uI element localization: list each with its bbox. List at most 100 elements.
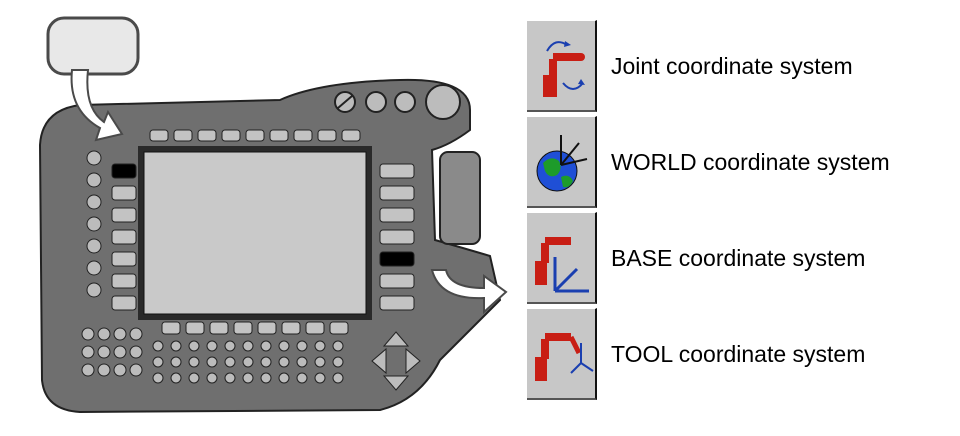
softkey-top	[341, 129, 361, 142]
keypad-key	[278, 340, 290, 352]
knob-2	[394, 91, 416, 113]
softkey-top	[269, 129, 289, 142]
softkey-top	[149, 129, 169, 142]
softkey-left	[111, 251, 137, 267]
coord-row-world: WORLD coordinate system	[527, 116, 957, 212]
keypad-key	[170, 372, 182, 384]
arrow-to-softkey	[70, 69, 124, 142]
keypad-key	[170, 340, 182, 352]
softkey-bottom	[161, 321, 181, 335]
softkey-left	[111, 185, 137, 201]
coord-row-joint: Joint coordinate system	[527, 20, 957, 116]
softkey-bottom	[329, 321, 349, 335]
keypad-key	[296, 356, 308, 368]
keypad-key	[97, 327, 111, 341]
softkey-top	[293, 129, 313, 142]
keypad-key	[97, 363, 111, 377]
pendant-handle	[439, 151, 481, 245]
softkey-top	[317, 129, 337, 142]
softkey-left	[111, 163, 137, 179]
keypad-key	[188, 340, 200, 352]
round-button-left	[86, 172, 102, 188]
coord-label-base: BASE coordinate system	[611, 245, 866, 271]
softkey-bottom	[305, 321, 325, 335]
keypad-key	[296, 340, 308, 352]
keypad-key	[314, 356, 326, 368]
robot-tool-icon[interactable]	[527, 308, 597, 400]
softkey-left	[111, 207, 137, 223]
keypad-key	[296, 372, 308, 384]
keypad-key	[332, 340, 344, 352]
robot-joint-icon[interactable]	[527, 20, 597, 112]
keypad-key	[152, 356, 164, 368]
coord-row-base: BASE coordinate system	[527, 212, 957, 308]
keypad-key	[242, 372, 254, 384]
keypad-key	[314, 372, 326, 384]
softkey-bottom	[209, 321, 229, 335]
coord-label-tool: TOOL coordinate system	[611, 341, 866, 367]
round-button-left	[86, 194, 102, 210]
keypad-key	[332, 356, 344, 368]
keypad-key	[113, 327, 127, 341]
keypad-key	[314, 340, 326, 352]
softkey-bottom	[257, 321, 277, 335]
keypad-key	[97, 345, 111, 359]
softkey-right	[379, 207, 415, 223]
keypad-key	[206, 340, 218, 352]
softkey-right	[379, 163, 415, 179]
keypad-key	[129, 345, 143, 359]
keypad-key	[332, 372, 344, 384]
knob-1	[365, 91, 387, 113]
keypad-key	[188, 356, 200, 368]
keypad-key	[242, 356, 254, 368]
round-button-left	[86, 216, 102, 232]
softkey-top	[245, 129, 265, 142]
keypad-key	[113, 363, 127, 377]
round-button-left	[86, 150, 102, 166]
round-button-left	[86, 238, 102, 254]
robot-base-icon[interactable]	[527, 212, 597, 304]
softkey-bottom	[233, 321, 253, 335]
keypad-key	[129, 327, 143, 341]
coord-label-world: WORLD coordinate system	[611, 149, 890, 175]
keypad-key	[278, 356, 290, 368]
keypad-key	[81, 345, 95, 359]
direction-pad	[371, 331, 421, 391]
softkey-top	[221, 129, 241, 142]
keypad-key	[260, 372, 272, 384]
keypad-key	[224, 356, 236, 368]
globe-axes-icon[interactable]	[527, 116, 597, 208]
keypad-key	[206, 356, 218, 368]
pendant-keys	[81, 129, 421, 391]
coord-row-tool: TOOL coordinate system	[527, 308, 957, 404]
softkey-right	[379, 251, 415, 267]
softkey-top	[173, 129, 193, 142]
teach-pendant	[38, 16, 508, 414]
keypad-key	[224, 372, 236, 384]
softkey-left	[111, 295, 137, 311]
keypad-key	[170, 356, 182, 368]
keypad-key	[224, 340, 236, 352]
softkey-bottom	[281, 321, 301, 335]
keypad-key	[188, 372, 200, 384]
keypad-key	[81, 363, 95, 377]
softkey-top	[197, 129, 217, 142]
keypad-key	[152, 340, 164, 352]
softkey-left	[111, 273, 137, 289]
keypad-key	[81, 327, 95, 341]
keypad-key	[260, 340, 272, 352]
round-button-left	[86, 260, 102, 276]
keypad-key	[152, 372, 164, 384]
softkey-left	[111, 229, 137, 245]
emergency-stop	[425, 84, 461, 120]
arrow-to-icons	[430, 269, 508, 315]
softkey-right	[379, 295, 415, 311]
callout-bubble	[46, 16, 140, 76]
coord-label-joint: Joint coordinate system	[611, 53, 853, 79]
keypad-key	[113, 345, 127, 359]
keypad-key	[278, 372, 290, 384]
round-button-left	[86, 282, 102, 298]
keypad-key	[129, 363, 143, 377]
softkey-right	[379, 185, 415, 201]
